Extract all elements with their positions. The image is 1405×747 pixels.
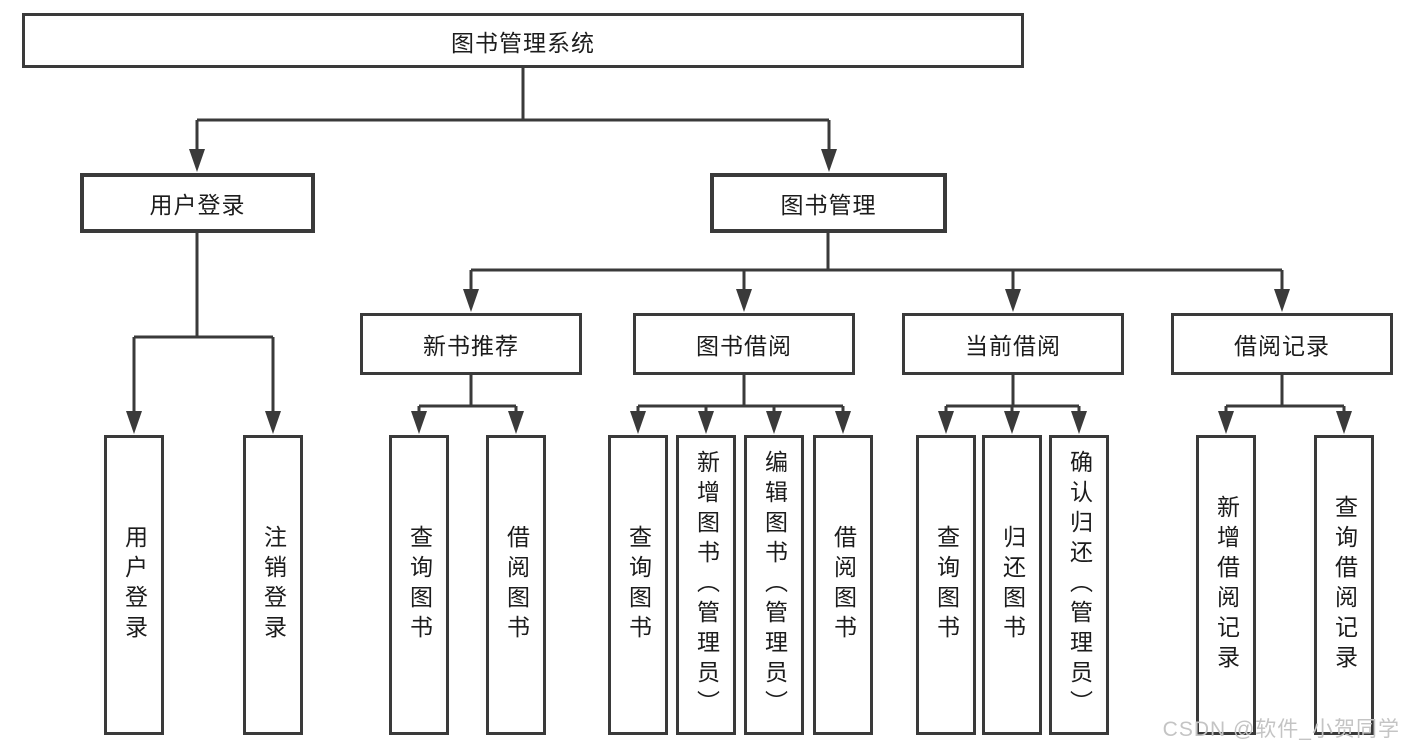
csdn-watermark: CSDN @软件_小贺同学	[1162, 718, 1400, 741]
leaf-current-confirm-return-admin: 确认归还（管理员）	[1049, 435, 1109, 735]
leaf-logout: 注销登录	[243, 435, 303, 735]
leaf-recommend-borrow-books: 借阅图书	[486, 435, 546, 735]
arrowheads	[126, 149, 1352, 434]
edge-new-book-rec-to-leaves	[417, 375, 518, 413]
edge-book-mgmt-to-level3	[469, 233, 1284, 291]
edge-user-login-to-leaves	[132, 233, 275, 413]
node-root-library-system: 图书管理系统	[22, 13, 1024, 68]
leaf-borrow-edit-books-admin: 编辑图书（管理员）	[744, 435, 804, 735]
leaf-borrow-query-books: 查询图书	[608, 435, 668, 735]
leaf-record-query-borrow-record: 查询借阅记录	[1314, 435, 1374, 735]
node-book-borrow: 图书借阅	[633, 313, 855, 375]
leaf-user-login: 用户登录	[104, 435, 164, 735]
edge-current-borrow-to-leaves	[944, 375, 1081, 413]
node-book-management: 图书管理	[710, 173, 947, 233]
leaf-borrow-add-books-admin: 新增图书（管理员）	[676, 435, 736, 735]
node-new-book-recommend: 新书推荐	[360, 313, 582, 375]
edge-book-borrow-to-leaves	[636, 375, 845, 413]
leaf-current-query-books: 查询图书	[916, 435, 976, 735]
leaf-record-add-borrow-record: 新增借阅记录	[1196, 435, 1256, 735]
node-user-login: 用户登录	[80, 173, 315, 233]
leaf-borrow-borrow-books: 借阅图书	[813, 435, 873, 735]
node-current-borrow: 当前借阅	[902, 313, 1124, 375]
leaf-recommend-query-books: 查询图书	[389, 435, 449, 735]
edge-root-to-level2	[195, 68, 831, 151]
node-borrow-record: 借阅记录	[1171, 313, 1393, 375]
leaf-current-return-books: 归还图书	[982, 435, 1042, 735]
edge-borrow-record-to-leaves	[1224, 375, 1346, 413]
